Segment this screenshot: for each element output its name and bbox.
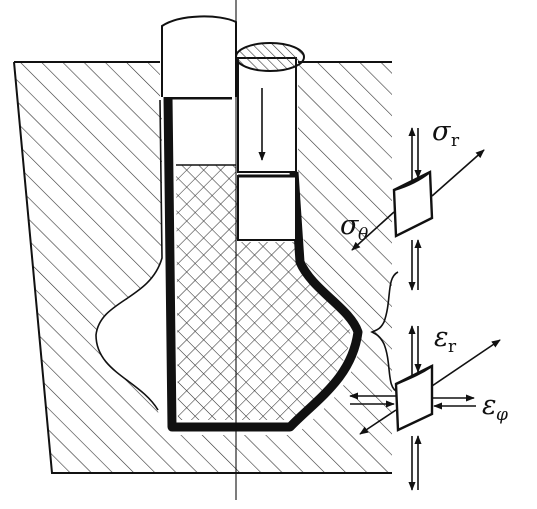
die-outline — [13, 61, 392, 474]
label-eps-phi: ε φ — [482, 390, 508, 425]
strain-element-lower — [349, 325, 501, 491]
label-sigma-r-symbol: σ — [432, 116, 452, 147]
label-sigma-theta: σ θ — [340, 210, 368, 245]
die-body — [14, 62, 392, 473]
right-punch-body — [237, 57, 297, 173]
label-eps-phi-sub: φ — [496, 405, 508, 425]
label-sigma-r: σ r — [432, 116, 460, 151]
right-punch-top — [235, 42, 305, 72]
left-upper-cavity — [176, 100, 236, 165]
workpiece-wall — [163, 96, 363, 432]
stress-element-upper — [351, 127, 485, 291]
label-sigma-r-sub: r — [451, 131, 460, 151]
label-eps-phi-symbol: ε — [482, 390, 497, 421]
cavity-outline — [95, 99, 163, 411]
label-sigma-theta-symbol: σ — [340, 210, 360, 241]
workpiece-material — [176, 165, 351, 420]
brace — [370, 271, 399, 393]
right-punch-tip — [237, 175, 297, 241]
label-eps-r: ε r — [434, 322, 457, 357]
label-eps-r-symbol: ε — [434, 322, 449, 353]
label-sigma-theta-sub: θ — [358, 225, 368, 245]
label-eps-r-sub: r — [448, 337, 457, 357]
left-punch — [161, 15, 237, 97]
